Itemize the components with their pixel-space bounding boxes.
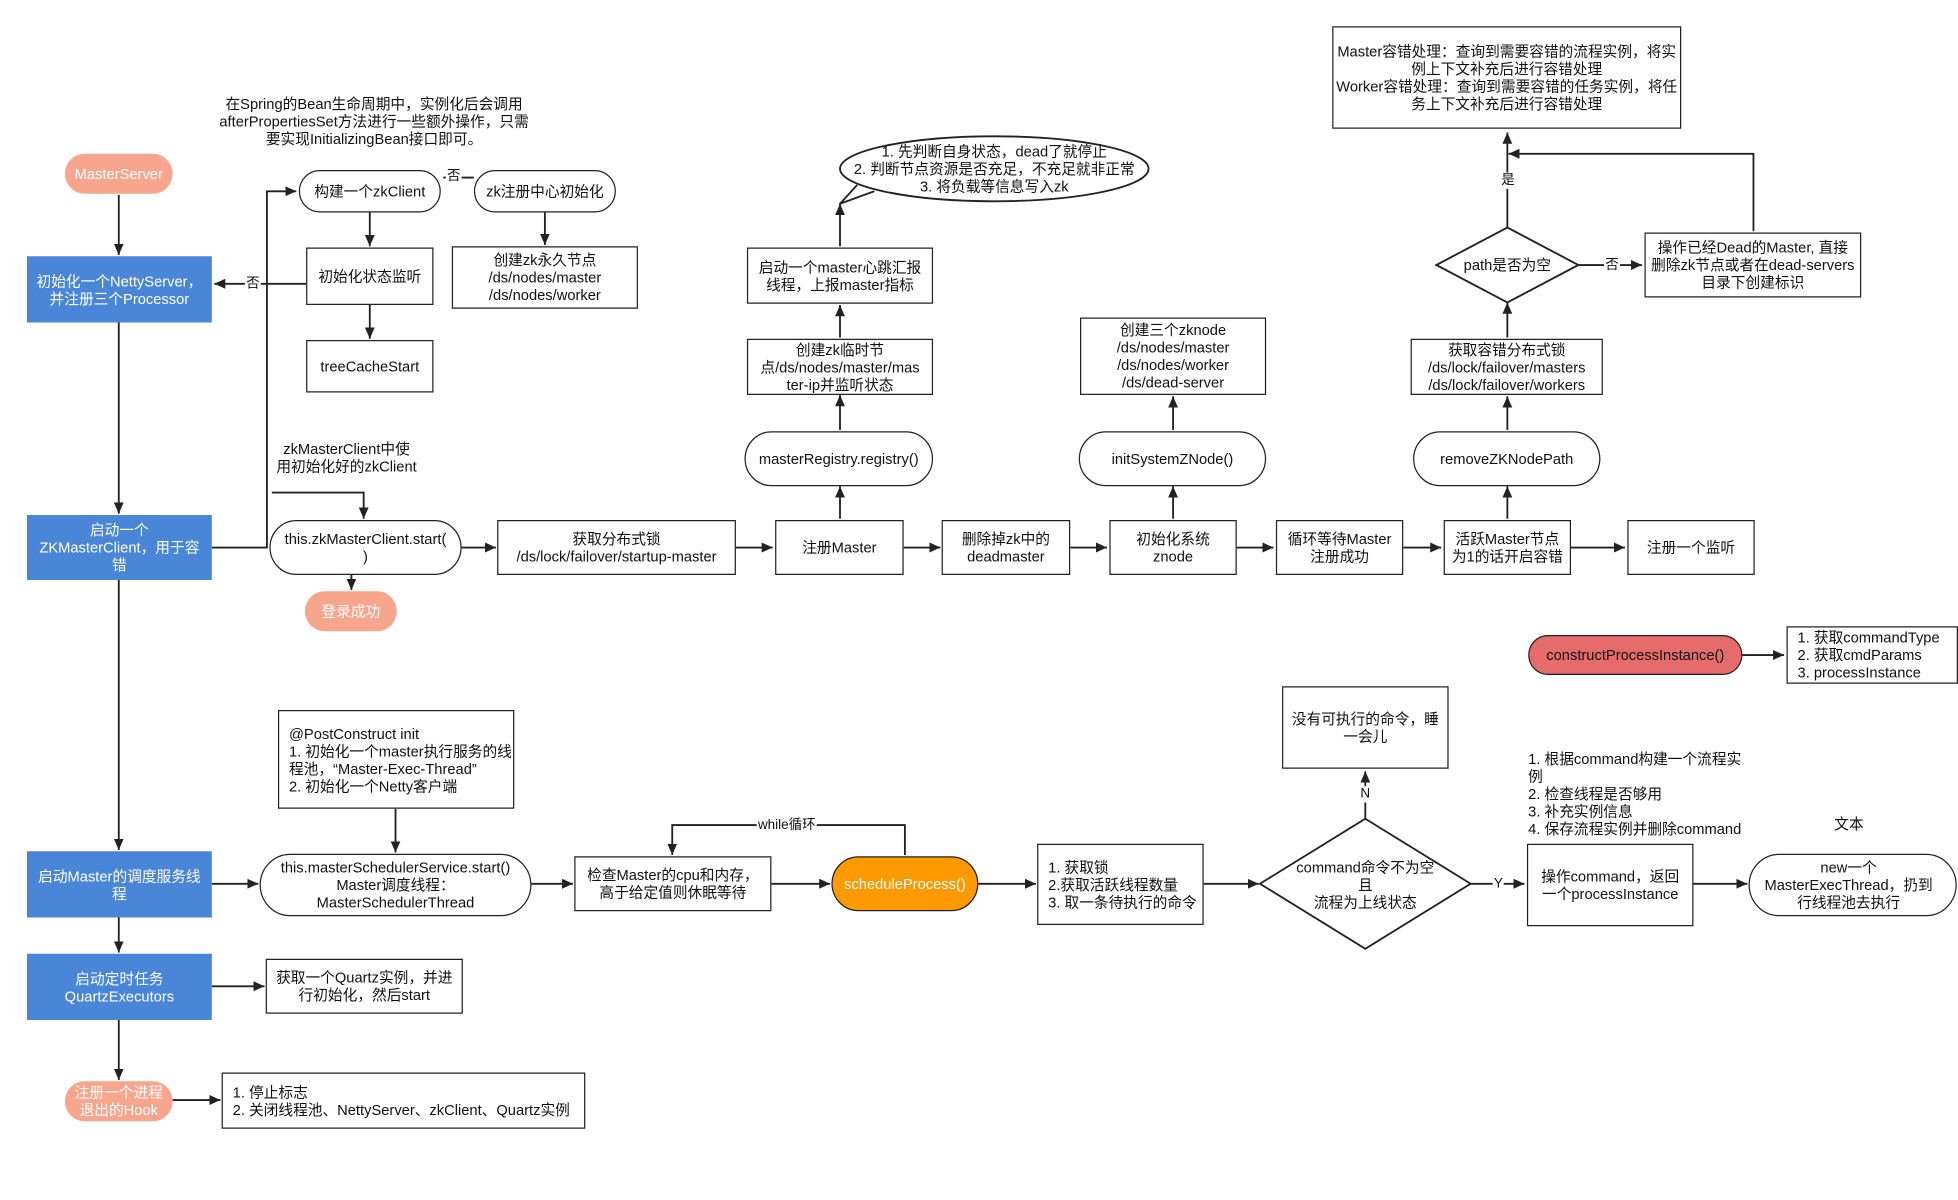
register-listener-node: 注册一个监听 xyxy=(1627,520,1755,575)
register-hook-node: 注册一个进程 退出的Hook xyxy=(64,1081,173,1122)
decision-path-empty-shape xyxy=(1434,226,1581,304)
start-heartbeat-node: 启动一个master心跳汇报 线程，上报master指标 xyxy=(746,247,934,304)
no-command-node: 没有可执行的命令，睡 一会儿 xyxy=(1282,686,1449,769)
edge-note-start xyxy=(271,491,369,519)
construct-process-instance-node: constructProcessInstance() xyxy=(1528,635,1743,675)
construct-steps-node: 1. 获取commandType 2. 获取cmdParams 3. proce… xyxy=(1786,626,1958,684)
text-label: 文本 xyxy=(1834,815,1864,833)
schedule-process-node: scheduleProcess() xyxy=(831,856,979,912)
create-persistent-nodes-node: 创建zk永久节点 /ds/nodes/master /ds/nodes/work… xyxy=(451,246,638,309)
login-success-node: 登录成功 xyxy=(304,591,397,632)
zk-registry-init-node: zk注册中心初始化 xyxy=(473,170,616,213)
init-netty-node: 初始化一个NettyServer， 并注册三个Processor xyxy=(26,256,212,323)
edge-zkclient-to-build xyxy=(211,186,297,549)
wait-master-registered-node: 循环等待Master 注册成功 xyxy=(1275,520,1404,575)
get-startup-lock-node: 获取分布式锁 /ds/lock/failover/startup-master xyxy=(497,520,736,575)
path-empty-decision: path是否为空 xyxy=(1463,256,1552,274)
create-temp-node-node: 创建zk临时节 点/ds/nodes/master/mas ter-ip并监听状… xyxy=(746,338,934,395)
edge-dead-back xyxy=(1508,148,1755,232)
create-three-znodes-node: 创建三个zknode /ds/nodes/master /ds/nodes/wo… xyxy=(1080,317,1267,395)
edge-label-no-registry: 否 xyxy=(445,168,462,185)
scheduler-start-node: this.masterSchedulerService.start() Mast… xyxy=(259,853,532,917)
get-failover-lock-node: 获取容错分布式锁 /ds/lock/failover/masters /ds/l… xyxy=(1410,338,1603,395)
master-registry-node: masterRegistry.registry() xyxy=(744,431,934,487)
handle-command-node: 操作command，返回 一个processInstance xyxy=(1526,843,1694,927)
edge-label-y: Y xyxy=(1492,876,1505,893)
command-not-empty-decision: command命令不为空 且 流程为上线状态 xyxy=(1296,858,1435,912)
start-zk-client-node: 启动一个 ZKMasterClient，用于容 错 xyxy=(26,515,212,580)
init-system-znode-fn-node: initSystemZNode() xyxy=(1078,431,1267,487)
command-steps-note: 1. 根据command构建一个流程实 例 2. 检查线程是否够用 3. 补充实… xyxy=(1528,750,1742,838)
init-state-listener-node: 初始化状态监听 xyxy=(306,247,434,305)
start-scheduler-node: 启动Master的调度服务线 程 xyxy=(26,851,212,918)
get-quartz-node: 获取一个Quartz实例，并进 行初始化，然后start xyxy=(265,958,463,1014)
master-server-node: MasterServer xyxy=(64,153,173,194)
remove-zk-node-path-node: removeZKNodePath xyxy=(1413,431,1601,487)
edge-label-while-loop: while循环 xyxy=(756,817,817,834)
delete-dead-master-node: 删除掉zk中的 deadmaster xyxy=(941,520,1071,575)
heartbeat-bubble-text: 1. 先判断自身状态，dead了就停止 2. 判断节点资源是否充足，不充足就非正… xyxy=(853,142,1135,196)
heartbeat-bubble-shape xyxy=(839,135,1150,203)
register-master-node: 注册Master xyxy=(775,520,904,575)
active-master-failover-node: 活跃Master节点 为1的话开启容错 xyxy=(1443,520,1572,575)
edge-label-no-netty: 否 xyxy=(244,276,261,293)
new-exec-thread-node: new一个 MasterExecThread，扔到 行线程池去执行 xyxy=(1748,853,1957,917)
start-quartz-node: 启动定时任务 QuartzExecutors xyxy=(26,953,212,1020)
failover-handle-node: Master容错处理：查询到需要容错的流程实例，将实 例上下文补充后进行容错处理… xyxy=(1332,26,1682,129)
heartbeat-bubble-tail xyxy=(839,184,875,205)
spring-bean-note: 在Spring的Bean生命周期中，实例化后会调用 afterPropertie… xyxy=(219,95,529,148)
stop-steps-node: 1. 停止标志 2. 关闭线程池、NettyServer、zkClient、Qu… xyxy=(221,1072,586,1129)
edge-label-yes-path: 是 xyxy=(1500,172,1516,189)
get-lock-steps-node: 1. 获取锁 2.获取活跃线程数量 3. 取一条待执行的命令 xyxy=(1037,843,1204,925)
post-construct-node: @PostConstruct init 1. 初始化一个master执行服务的线… xyxy=(277,710,515,809)
edge-label-n: N xyxy=(1359,786,1372,803)
decision-command-shape xyxy=(1258,817,1473,950)
zk-client-note: zkMasterClient中使 用初始化好的zkClient xyxy=(276,440,417,475)
check-cpu-mem-node: 检查Master的cpu和内存， 高于给定值则休眠等待 xyxy=(574,856,772,912)
edge-label-no-path: 否 xyxy=(1604,257,1621,274)
init-system-znode-node: 初始化系统 znode xyxy=(1109,520,1237,575)
tree-cache-start-node: treeCacheStart xyxy=(306,340,434,393)
build-zk-client-node: 构建一个zkClient xyxy=(298,170,441,213)
dead-master-handle-node: 操作已经Dead的Master, 直接 删除zk节点或者在dead-server… xyxy=(1644,232,1862,298)
zk-client-start-node: this.zkMasterClient.start( ) xyxy=(269,520,462,575)
